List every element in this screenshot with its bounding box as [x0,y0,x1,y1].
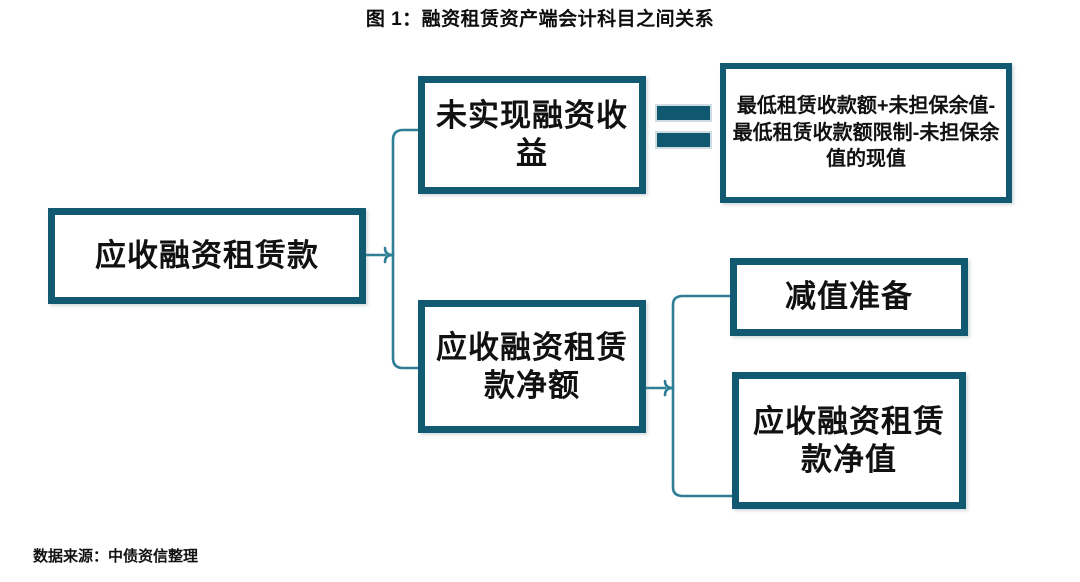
equals-bar-top [655,104,712,122]
edge-root-to-net-amount [391,253,421,370]
node-receivable-finance-lease[interactable]: 应收融资租赁款 [48,208,366,304]
node-unrealized-income-formula[interactable]: 最低租赁收款额+未担保余值-最低租赁收款额限制-未担保余值的现值 [720,63,1012,203]
source-note: 数据来源：中债资信整理 [33,548,199,565]
node-formula-label: 最低租赁收款额+未担保余值-最低租赁收款额限制-未担保余值的现值 [732,95,1000,171]
equals-sign [655,104,712,159]
edge-net-amount-to-impairment [671,294,733,390]
node-impairment-provision[interactable]: 减值准备 [730,258,968,336]
edge-net-amount-junction [663,379,675,397]
edge-net-amount-to-net-value [671,386,735,498]
node-root-label: 应收融资租赁款 [95,238,319,274]
node-net-receivable-finance-lease-amount[interactable]: 应收融资租赁款净额 [418,300,646,433]
node-unrealized-finance-income[interactable]: 未实现融资收益 [418,76,646,194]
edge-root-junction [383,246,395,264]
node-impairment-label: 减值准备 [785,279,913,315]
node-unrealized-label: 未实现融资收益 [436,98,628,171]
edge-root-to-unrealized [391,128,421,257]
node-net-amount-label: 应收融资租赁款净额 [436,329,628,403]
equals-bar-bottom [655,131,712,149]
figure-title: 图 1：融资租赁资产端会计科目之间关系 [365,9,715,30]
node-net-value-label: 应收融资租赁款净值 [753,403,945,477]
node-net-receivable-finance-lease-value[interactable]: 应收融资租赁款净值 [732,372,966,509]
